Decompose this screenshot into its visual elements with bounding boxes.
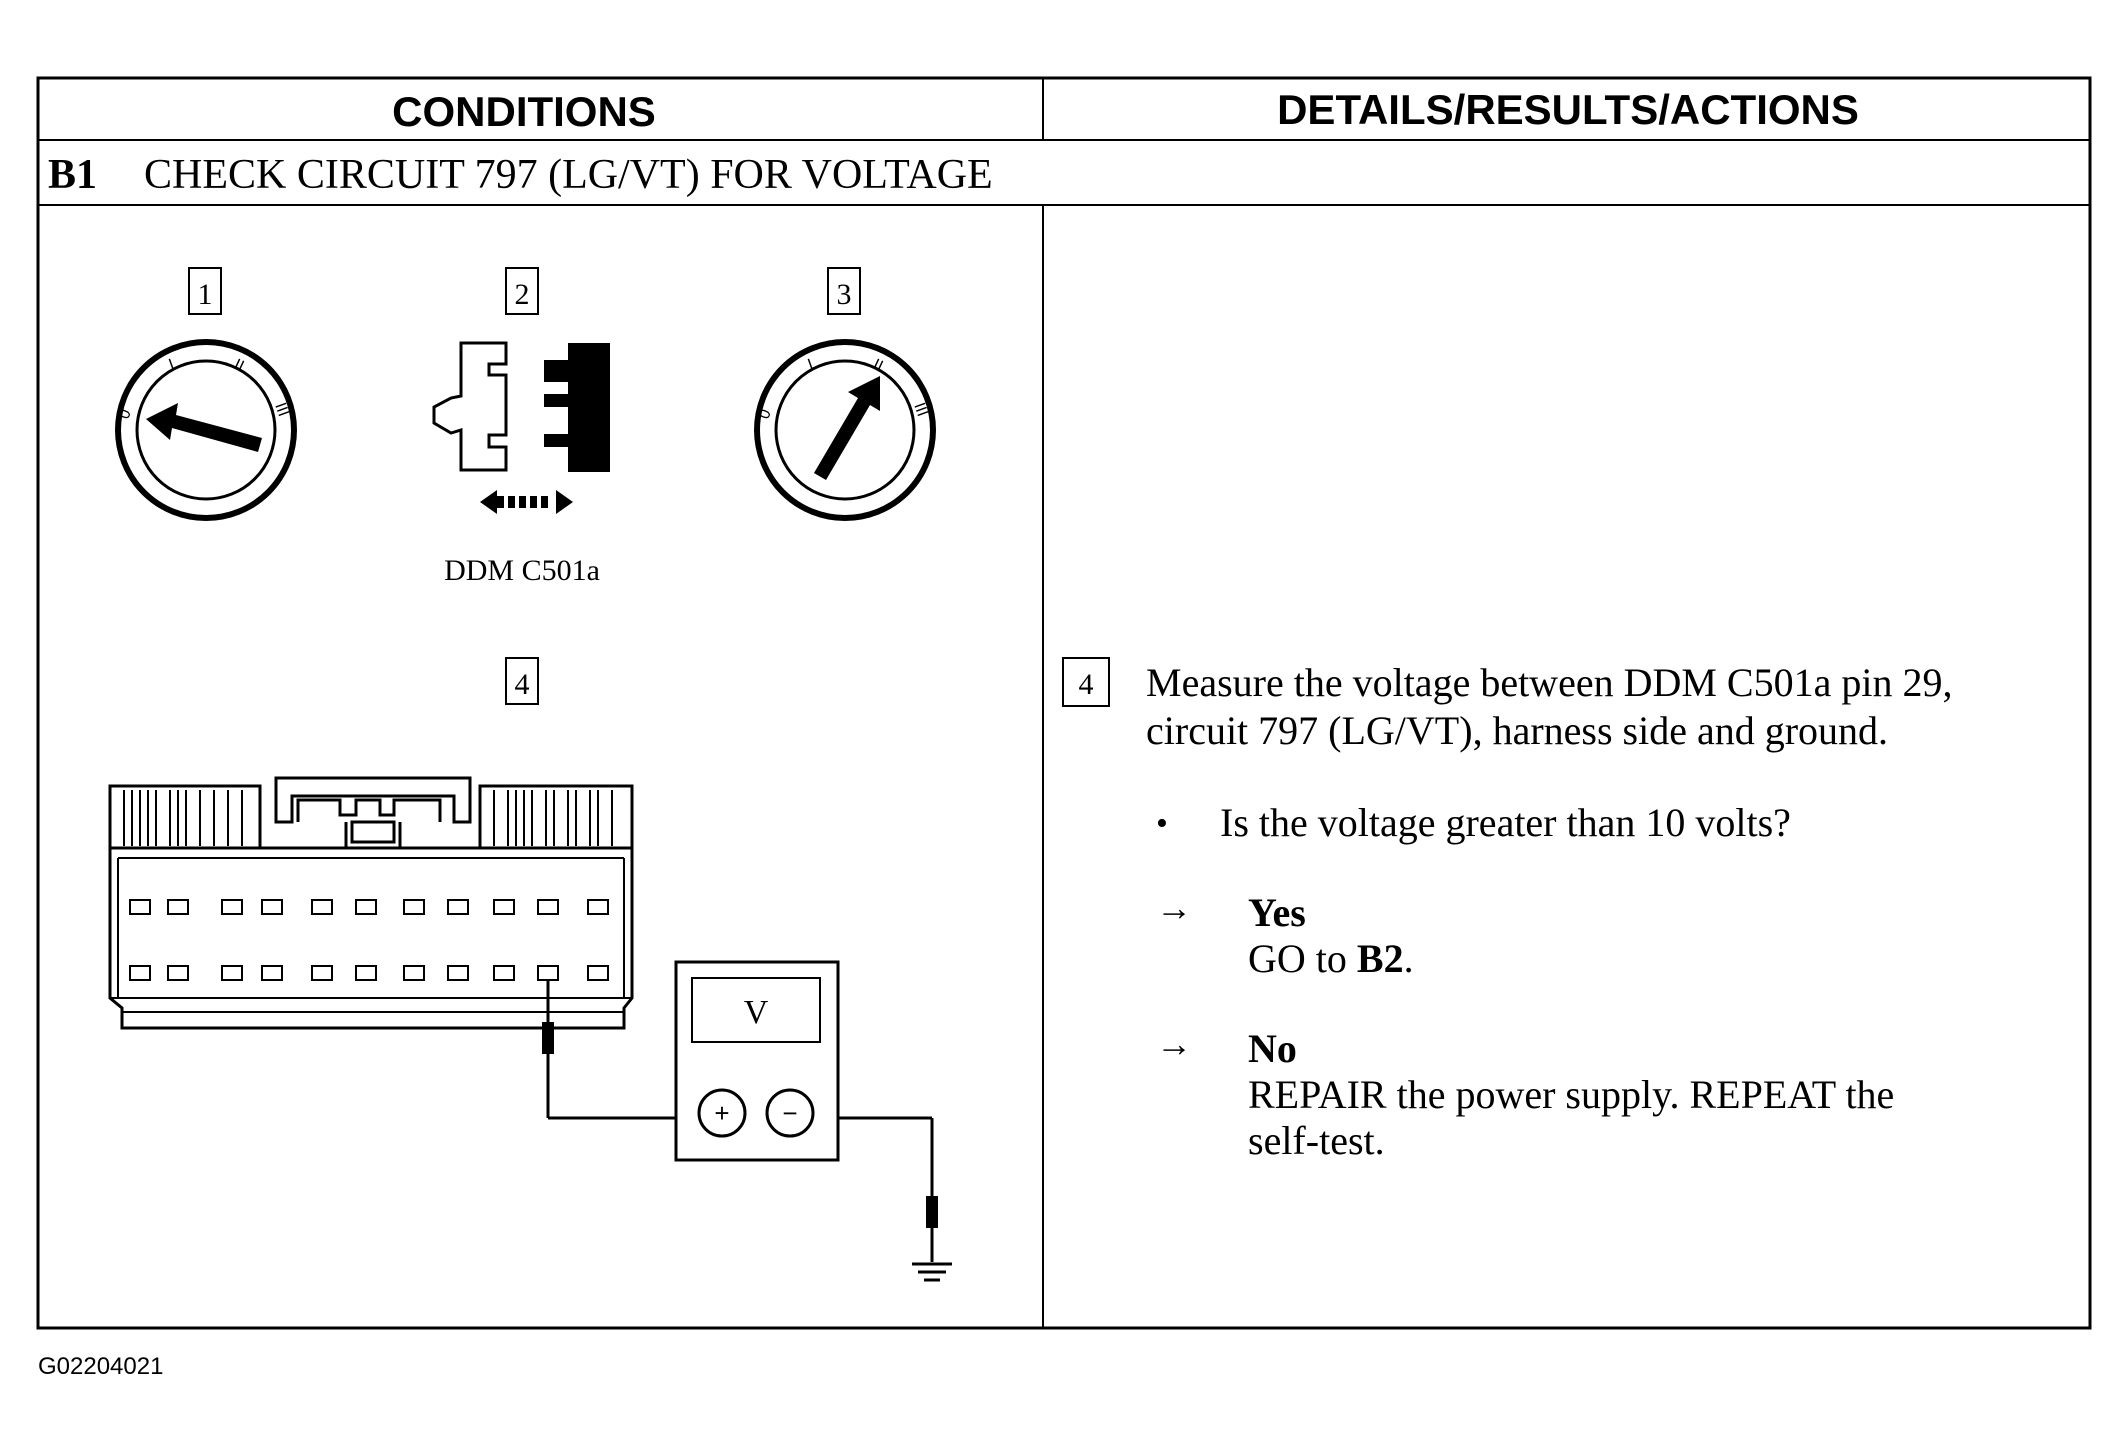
connector-disconnect-icon <box>432 341 610 514</box>
voltmeter-plus-terminal: + <box>714 1098 729 1128</box>
step-4-label-box: 4 <box>505 657 539 705</box>
figure-id: G02204021 <box>38 1353 163 1380</box>
yes-label: Yes <box>1248 890 1306 935</box>
ground-symbol-icon <box>912 1262 952 1282</box>
voltmeter-display-label: V <box>744 994 769 1031</box>
ignition-switch-off-icon: 0 I II III <box>115 339 297 521</box>
step-1-label-box: 1 <box>188 267 222 315</box>
step-id: B1 <box>48 152 97 198</box>
procedure-table <box>36 76 2092 1330</box>
svg-text:I: I <box>806 356 816 373</box>
ddm-c501a-connector-icon <box>108 776 634 1030</box>
voltmeter-minus-terminal: − <box>782 1098 797 1128</box>
no-arrow: → <box>1156 1024 1192 1064</box>
step-2-label-box: 2 <box>505 267 539 315</box>
svg-text:3: 3 <box>837 278 852 311</box>
question-bullet: • <box>1156 805 1168 842</box>
details-header: DETAILS/RESULTS/ACTIONS <box>1277 86 1859 133</box>
question-text: Is the voltage greater than 10 volts? <box>1220 800 1791 845</box>
step-title: CHECK CIRCUIT 797 (LG/VT) FOR VOLTAGE <box>144 152 993 198</box>
svg-text:I: I <box>167 356 177 373</box>
voltmeter-icon <box>674 960 840 1162</box>
svg-text:4: 4 <box>515 668 530 701</box>
ignition-switch-on-icon: 0 I II III <box>754 339 936 521</box>
svg-text:III: III <box>271 401 292 419</box>
no-action-line-1: REPAIR the power supply. REPEAT the <box>1248 1072 1894 1117</box>
connector-caption: DDM C501a <box>444 554 600 587</box>
svg-text:1: 1 <box>198 278 213 311</box>
svg-text:4: 4 <box>1079 668 1094 701</box>
conditions-header: CONDITIONS <box>392 88 656 135</box>
yes-arrow: → <box>1156 888 1192 928</box>
yes-action: GO to B2. <box>1248 936 1414 981</box>
instruction-line-1: Measure the voltage between DDM C501a pi… <box>1146 660 1952 705</box>
no-label: No <box>1248 1026 1297 1071</box>
no-action-line-2: self-test. <box>1248 1118 1385 1163</box>
details-step-label-box: 4 <box>1062 657 1110 707</box>
instruction-line-2: circuit 797 (LG/VT), harness side and gr… <box>1146 708 1888 753</box>
svg-text:III: III <box>910 401 931 419</box>
step-3-label-box: 3 <box>827 267 861 315</box>
svg-text:2: 2 <box>515 278 530 311</box>
